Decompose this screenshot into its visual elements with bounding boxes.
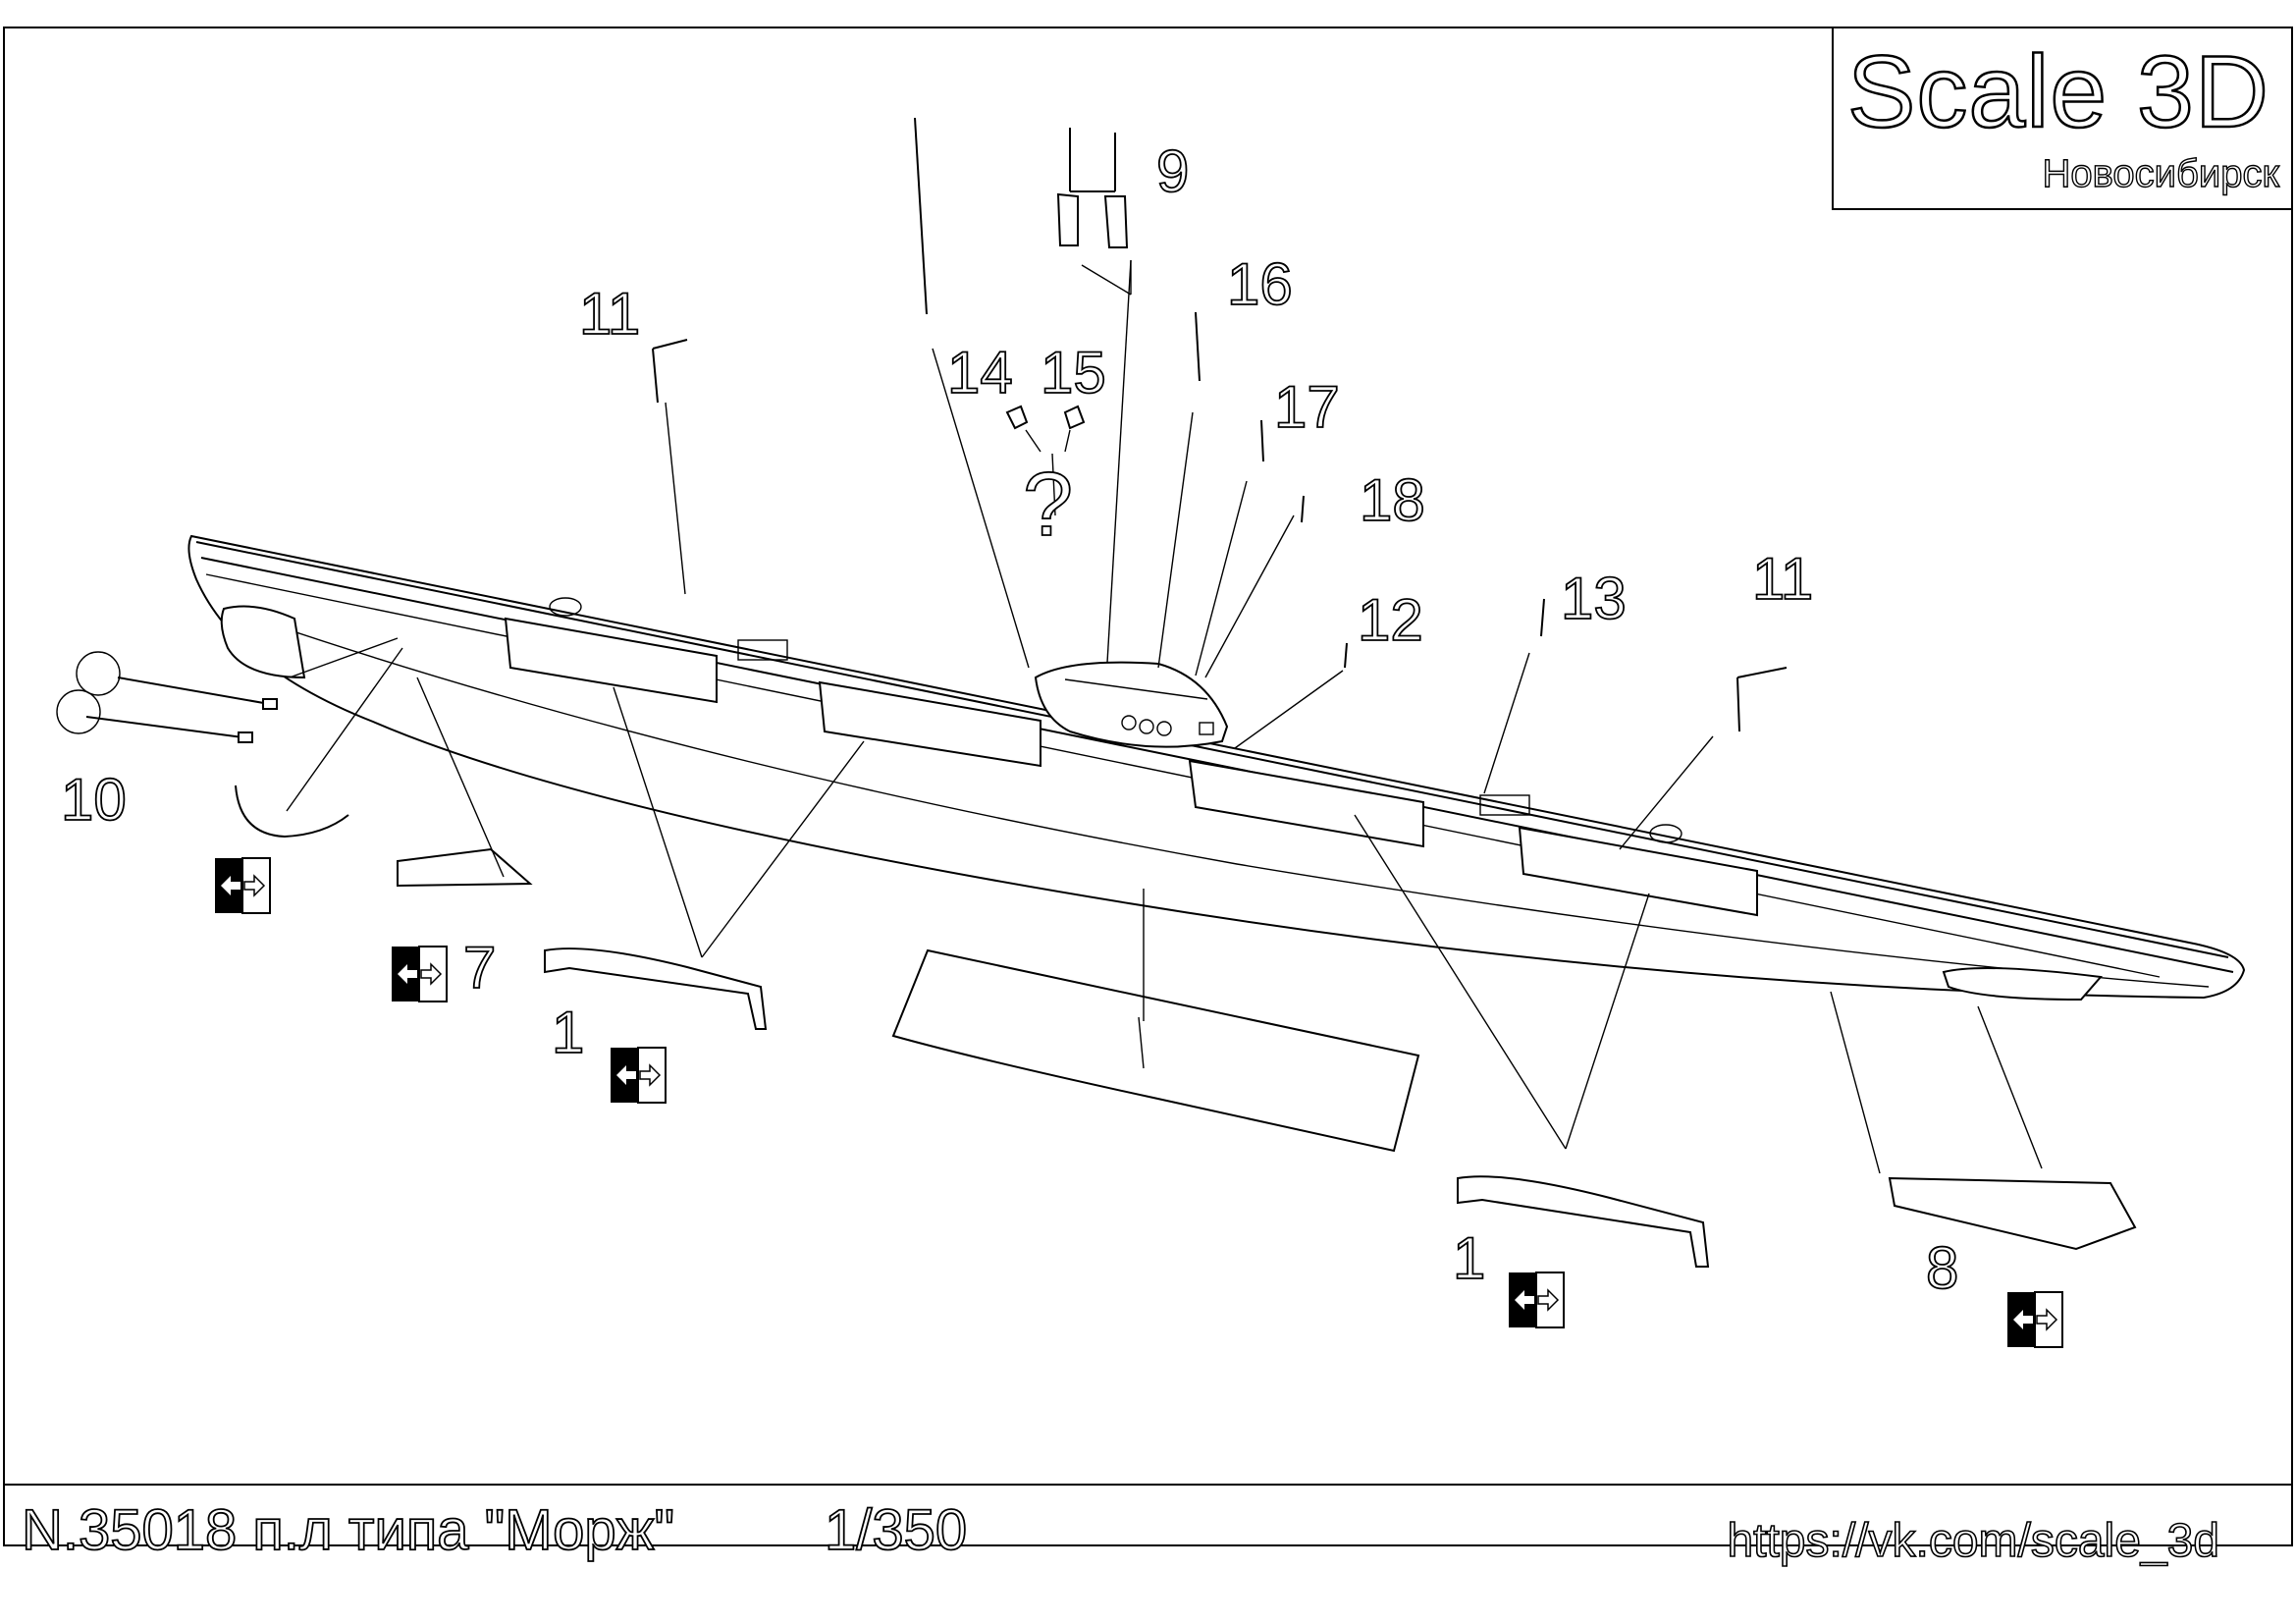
callout-17: 17 — [1274, 374, 1340, 440]
leader-lines — [286, 259, 2043, 1174]
callout-8: 8 — [1926, 1235, 1958, 1301]
part-9-periscopes — [1056, 128, 1129, 248]
callout-11-left: 11 — [579, 281, 640, 347]
brand-title: Scale 3D — [1846, 34, 2270, 151]
part-1-right — [1457, 1175, 1710, 1268]
part-1-left — [544, 947, 768, 1030]
part-18 — [1301, 495, 1305, 523]
callout-14: 14 — [947, 340, 1013, 406]
callout-12: 12 — [1358, 587, 1423, 653]
flip-icons — [215, 857, 2063, 1348]
kit-url[interactable]: https://vk.com/scale_3d — [1727, 1514, 2220, 1568]
part-wire — [235, 785, 349, 839]
logo-box: Scale 3D Новосибирск — [1832, 27, 2293, 210]
drawing-frame — [3, 27, 2293, 1546]
part-propeller-shafts — [56, 651, 278, 743]
flip-mirror-icon — [611, 1047, 667, 1104]
callout-16: 16 — [1227, 251, 1293, 317]
part-12-pin — [1344, 642, 1348, 669]
part-14 — [1005, 405, 1029, 430]
flip-mirror-icon — [1509, 1272, 1565, 1328]
flip-mirror-icon — [392, 946, 448, 1002]
callout-11-right: 11 — [1752, 546, 1813, 612]
callout-7: 7 — [463, 935, 496, 1001]
callouts: 1 1 7 8 9 10 11 11 12 13 14 15 16 17 18 … — [60, 137, 1959, 1302]
callout-13: 13 — [1561, 566, 1627, 631]
callout-10: 10 — [61, 767, 127, 833]
callout-15: 15 — [1041, 340, 1106, 406]
part-11-davit-right — [1736, 667, 1788, 732]
part-8-bow-plane — [1888, 1176, 2137, 1251]
callout-9: 9 — [1156, 138, 1189, 204]
submarine-hull — [187, 534, 2246, 1001]
flip-mirror-icon — [2007, 1291, 2063, 1348]
footer-divider — [3, 1484, 2293, 1486]
part-keel — [891, 948, 1420, 1153]
question-mark: ? — [1023, 455, 1073, 555]
part-mast — [914, 117, 928, 315]
part-13-pin — [1540, 598, 1545, 637]
part-7-rudder — [397, 847, 533, 888]
kit-scale: 1/350 — [824, 1497, 968, 1563]
callout-18: 18 — [1360, 467, 1425, 533]
part-11-davit-left — [652, 339, 688, 404]
part-15 — [1063, 405, 1086, 430]
brand-city: Новосибирск — [2042, 151, 2280, 195]
part-16 — [1195, 311, 1201, 382]
kit-title: N.35018 п.л типа "Морж" — [21, 1497, 675, 1563]
callout-1-right: 1 — [1453, 1225, 1485, 1291]
flip-mirror-icon — [215, 857, 271, 914]
callout-1-left: 1 — [552, 1000, 584, 1065]
part-17 — [1260, 419, 1264, 462]
